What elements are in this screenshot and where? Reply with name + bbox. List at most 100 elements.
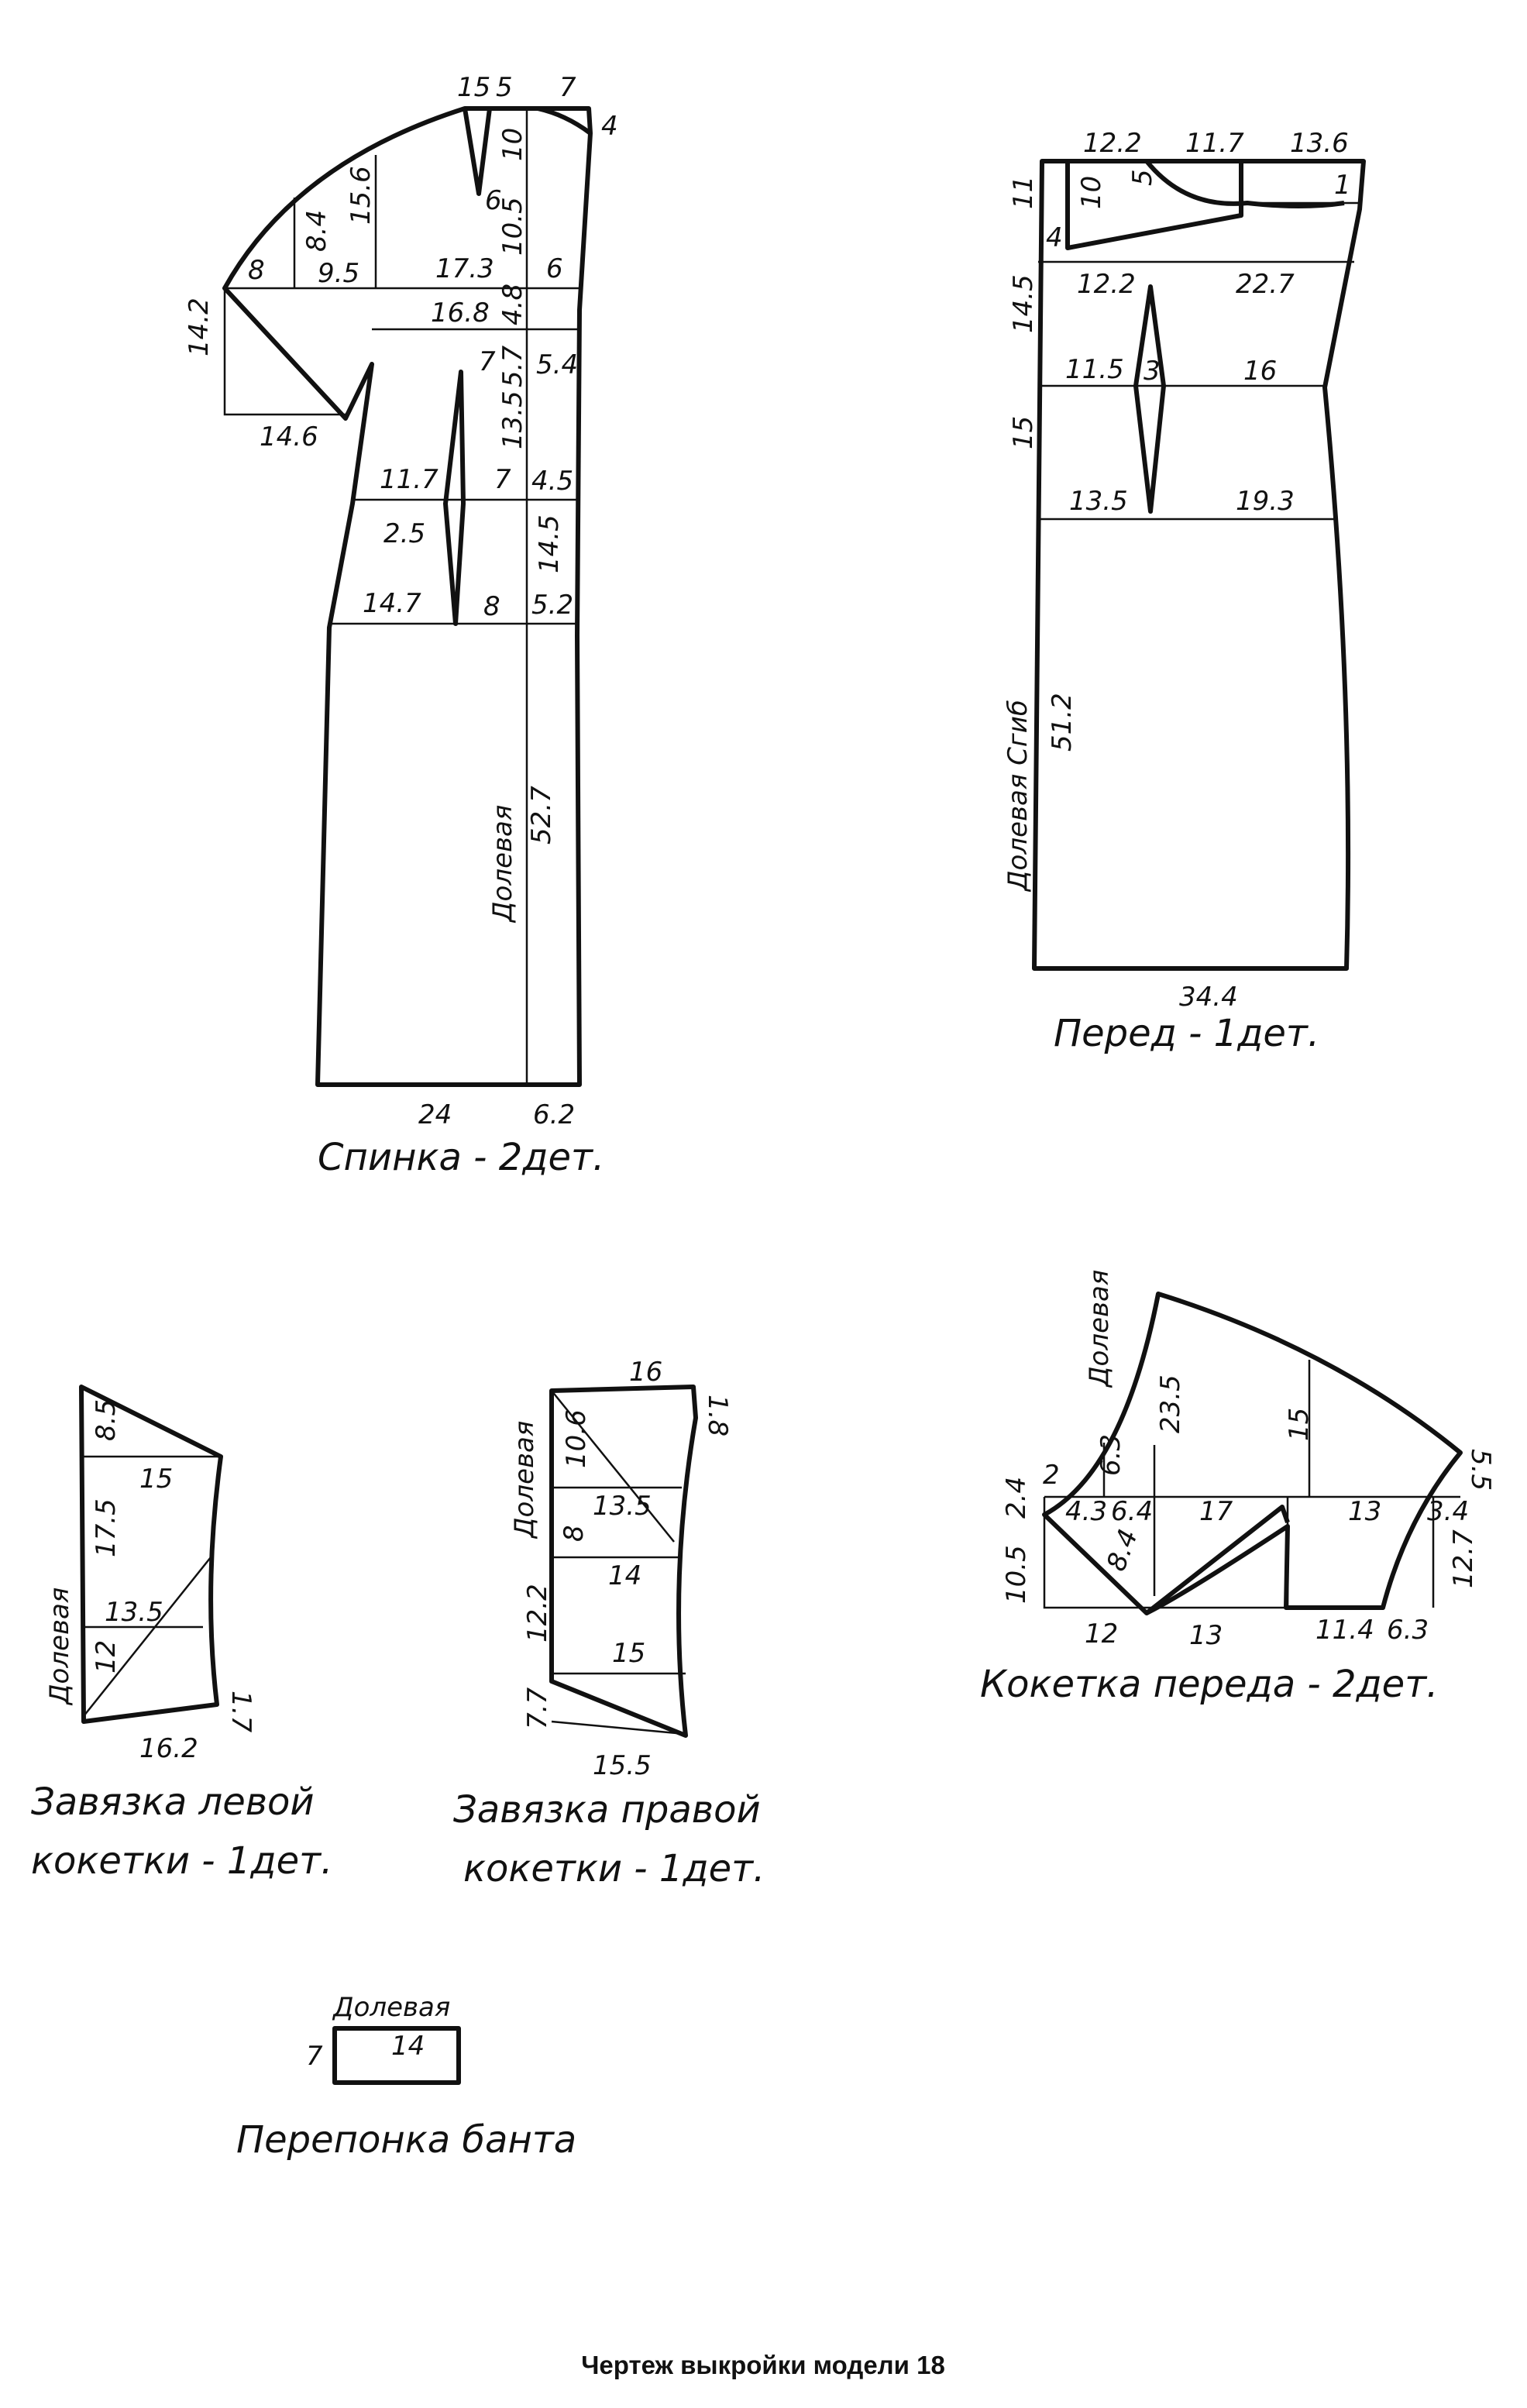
yoke-label-18: 6.3 — [1387, 1615, 1429, 1646]
right-tie-label-3: 10.6 — [561, 1409, 592, 1468]
yoke-label-4: 2 — [1043, 1460, 1060, 1491]
back-label-3: 7 — [559, 72, 576, 103]
yoke-label-13: 8.4 — [1101, 1526, 1144, 1575]
yoke-label-6: 4.3 — [1065, 1496, 1107, 1527]
front-label-1: 12.2 — [1083, 128, 1142, 159]
back-title: Спинка - 2дет. — [318, 1136, 604, 1179]
yoke-label-7: 6.3 — [1095, 1434, 1126, 1476]
back-label-2: 5 — [496, 72, 513, 103]
yoke-label-17: 11.4 — [1315, 1615, 1374, 1646]
front-label-17: 19.3 — [1236, 486, 1295, 517]
front-label-18: 51.2 — [1047, 693, 1078, 752]
back-label-32: 6.2 — [533, 1099, 575, 1130]
front-label-14: 16 — [1243, 356, 1277, 387]
front-label-5: 10 — [1076, 176, 1107, 209]
yoke-label-16: 13 — [1189, 1620, 1223, 1651]
right-tie-label-6: 14 — [608, 1560, 641, 1591]
yoke-label-10: 13 — [1348, 1496, 1381, 1527]
left-tie-title-2: кокетки - 1дет. — [31, 1839, 332, 1883]
front-label-7: 1 — [1334, 170, 1351, 201]
bow-piece — [332, 2026, 461, 2085]
back-grain: Долевая — [487, 805, 518, 924]
bow-label-2: 7 — [306, 2041, 323, 2072]
back-label-10: 8 — [248, 255, 265, 286]
back-label-20: 5.4 — [536, 349, 578, 380]
back-label-25: 2.5 — [383, 518, 425, 549]
yoke-label-8: 6.4 — [1111, 1496, 1153, 1527]
yoke-title: Кокетка переда - 2дет. — [980, 1663, 1438, 1706]
right-tie-label-7: 12.2 — [522, 1584, 553, 1643]
right-tie-label-9: 7.7 — [522, 1687, 553, 1729]
front-label-13: 3 — [1144, 356, 1161, 387]
yoke-label-1: 23.5 — [1155, 1374, 1186, 1433]
yoke-piece — [1042, 1292, 1463, 1615]
left-tie-label-2: 15 — [139, 1464, 173, 1495]
yoke-label-3: 5.5 — [1465, 1449, 1496, 1491]
back-label-8: 15.6 — [346, 166, 377, 225]
back-label-1: 15 — [457, 72, 490, 103]
front-label-12: 11.5 — [1065, 354, 1124, 385]
left-tie-label-1: 8.5 — [91, 1399, 122, 1441]
back-label-4: 4 — [601, 111, 618, 142]
front-label-8: 4 — [1046, 222, 1063, 253]
right-tie-label-1: 16 — [629, 1357, 662, 1388]
back-label-26: 14.5 — [534, 514, 565, 573]
left-tie-label-6: 16.2 — [139, 1733, 198, 1764]
front-piece — [1032, 159, 1366, 971]
back-piece — [222, 106, 593, 1087]
back-label-16: 16.8 — [431, 298, 490, 329]
back-label-5: 10 — [497, 128, 528, 161]
yoke-label-14: 12.7 — [1448, 1529, 1479, 1588]
front-label-2: 11.7 — [1185, 128, 1244, 159]
back-label-9: 8.4 — [301, 210, 332, 252]
back-label-7: 10.5 — [497, 197, 528, 256]
back-label-31: 24 — [418, 1099, 452, 1130]
front-label-10: 12.2 — [1077, 269, 1136, 300]
back-label-11: 9.5 — [318, 258, 359, 289]
back-label-29: 5.2 — [531, 590, 573, 621]
front-label-9: 14.5 — [1008, 274, 1039, 333]
left-tie-label-5: 12 — [91, 1640, 122, 1674]
right-tie-label-10: 15.5 — [593, 1750, 652, 1781]
left-tie-label-7: 1.7 — [225, 1691, 256, 1732]
right-tie-label-8: 15 — [612, 1638, 645, 1669]
left-tie-grain: Долевая — [44, 1588, 75, 1706]
back-label-12: 17.3 — [435, 253, 494, 284]
front-label-4: 11 — [1008, 176, 1039, 209]
left-tie-label-4: 13.5 — [105, 1597, 163, 1628]
back-label-14: 14.2 — [184, 298, 215, 356]
bow-label-1: 14 — [391, 2031, 425, 2062]
front-label-15: 15 — [1008, 416, 1039, 449]
yoke-label-2: 15 — [1284, 1408, 1315, 1441]
page-caption: Чертеж выкройки модели 18 — [581, 2351, 945, 2379]
left-tie-label-3: 17.5 — [91, 1498, 122, 1557]
bow-title: Перепонка банта — [236, 2118, 576, 2162]
yoke-grain: Долевая — [1084, 1270, 1115, 1388]
right-tie-label-5: 8 — [559, 1525, 590, 1542]
back-label-17: 4.8 — [497, 284, 528, 325]
right-tie-label-2: 1.8 — [702, 1395, 733, 1436]
right-tie-grain: Долевая — [509, 1421, 540, 1539]
back-label-24: 4.5 — [531, 466, 573, 497]
back-label-23: 7 — [494, 464, 511, 495]
right-tie-title-1: Завязка правой — [453, 1788, 761, 1832]
front-label-11: 22.7 — [1236, 269, 1295, 300]
yoke-label-12: 10.5 — [1001, 1545, 1032, 1604]
right-tie-label-4: 13.5 — [593, 1491, 652, 1522]
back-label-15: 14.6 — [260, 421, 318, 452]
back-label-27: 14.7 — [363, 588, 421, 619]
yoke-label-15: 12 — [1085, 1619, 1118, 1649]
back-label-30: 52.7 — [526, 786, 557, 845]
front-label-3: 13.6 — [1290, 128, 1349, 159]
front-label-16: 13.5 — [1069, 486, 1128, 517]
bow-grain: Долевая — [332, 1992, 450, 2023]
right-tie-piece — [549, 1385, 698, 1738]
back-label-28: 8 — [483, 591, 500, 622]
front-grain: Долевая Сгиб — [1003, 700, 1033, 893]
right-tie-title-2: кокетки - 1дет. — [463, 1847, 765, 1890]
front-label-6: 5 — [1127, 169, 1158, 186]
yoke-label-11: 3.4 — [1427, 1496, 1469, 1527]
yoke-label-9: 17 — [1199, 1496, 1233, 1527]
left-tie-piece — [79, 1385, 223, 1724]
